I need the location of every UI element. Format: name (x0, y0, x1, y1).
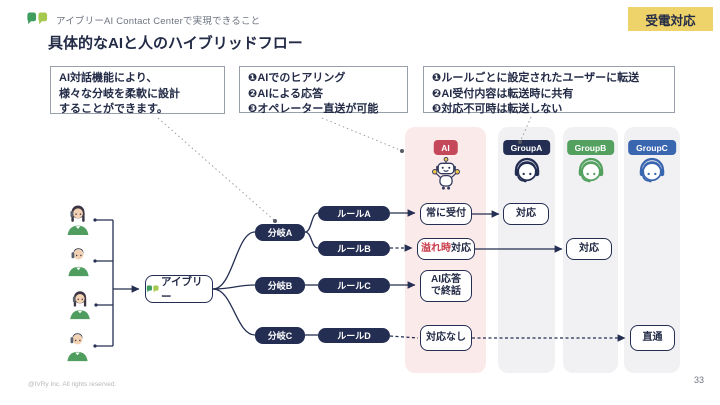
copyright: @IVRy Inc. All rights reserved. (28, 381, 117, 388)
robot-icon (427, 156, 465, 196)
ivry-logo-icon (26, 12, 48, 30)
callout-transfer-rules: ❶ルールごとに設定されたユーザーに転送 ❷AI受付内容は転送時に共有 ❸対応不可… (423, 66, 675, 115)
group-a-handle-node: 対応 (503, 203, 549, 225)
rule-d-node: ルールD (318, 328, 390, 343)
callout-line: 様々な分岐を柔軟に設計 (59, 87, 180, 100)
callout-line: ❸オペレーター直送が可能 (248, 103, 379, 116)
callout-line: ❷AI受付内容は転送時に共有 (432, 87, 574, 100)
caller-icon (62, 329, 93, 367)
group-b-handle-node: 対応 (566, 238, 612, 260)
branch-c-node: 分岐C (255, 327, 305, 344)
caller-icon (62, 202, 94, 241)
call-type-badge: 受電対応 (628, 7, 713, 31)
ai-overflow-node: 溢れ時 対応 (417, 238, 475, 260)
column-group-a: GroupA (498, 127, 555, 373)
column-ai-badge: AI (433, 140, 458, 155)
callout-line: ❶AIでのヒアリング (248, 72, 346, 84)
column-group-b-badge: GroupB (566, 140, 615, 155)
headset-operator-icon (576, 156, 606, 189)
overflow-suffix: 対応 (451, 243, 471, 254)
rule-c-node: ルールC (318, 278, 390, 293)
callout-line: ❷AIによる応答 (248, 87, 323, 100)
ai-no-response-node: 対応なし (420, 325, 472, 351)
headset-operator-icon (512, 156, 542, 189)
callout-line: ❸対応不可時は転送しない (432, 103, 563, 116)
entry-label: アイブリー (161, 276, 203, 303)
header-subtitle: アイブリーAI Contact Centerで実現できること (56, 16, 261, 27)
headset-operator-icon (637, 156, 667, 189)
overflow-highlight: 溢れ時 (421, 243, 451, 254)
callout-ai-capabilities: ❶AIでのヒアリング ❷AIによる応答 ❸オペレーター直送が可能 (239, 66, 408, 115)
end-call-line: で終話 (431, 286, 461, 297)
column-group-c-badge: GroupC (628, 140, 676, 155)
callout-branch-design: AI対話機能により、 様々な分岐を柔軟に設計 することができます。 (50, 66, 225, 115)
entry-node-ivry: アイブリー (145, 275, 213, 303)
ivry-logo-icon (146, 285, 159, 293)
branch-a-node: 分岐A (255, 224, 305, 241)
page-title: 具体的なAIと人のハイブリッドフロー (48, 35, 303, 52)
callout-line: AI対話機能により、 (59, 72, 158, 84)
callout-line: ❶ルールごとに設定されたユーザーに転送 (432, 72, 640, 84)
caller-icon (65, 288, 95, 325)
callout-line: することができます。 (59, 103, 168, 116)
page-number: 33 (694, 375, 705, 385)
column-group-a-badge: GroupA (502, 140, 551, 155)
rule-b-node: ルールB (318, 241, 390, 256)
ai-always-accept-node: 常に受付 (420, 203, 472, 225)
ai-end-call-node: AI応答 で終話 (420, 270, 472, 302)
branch-b-node: 分岐B (255, 277, 305, 294)
caller-icon (63, 244, 94, 282)
end-call-line: AI応答 (431, 274, 461, 285)
rule-a-node: ルールA (318, 206, 390, 221)
group-c-direct-node: 直通 (630, 325, 675, 351)
